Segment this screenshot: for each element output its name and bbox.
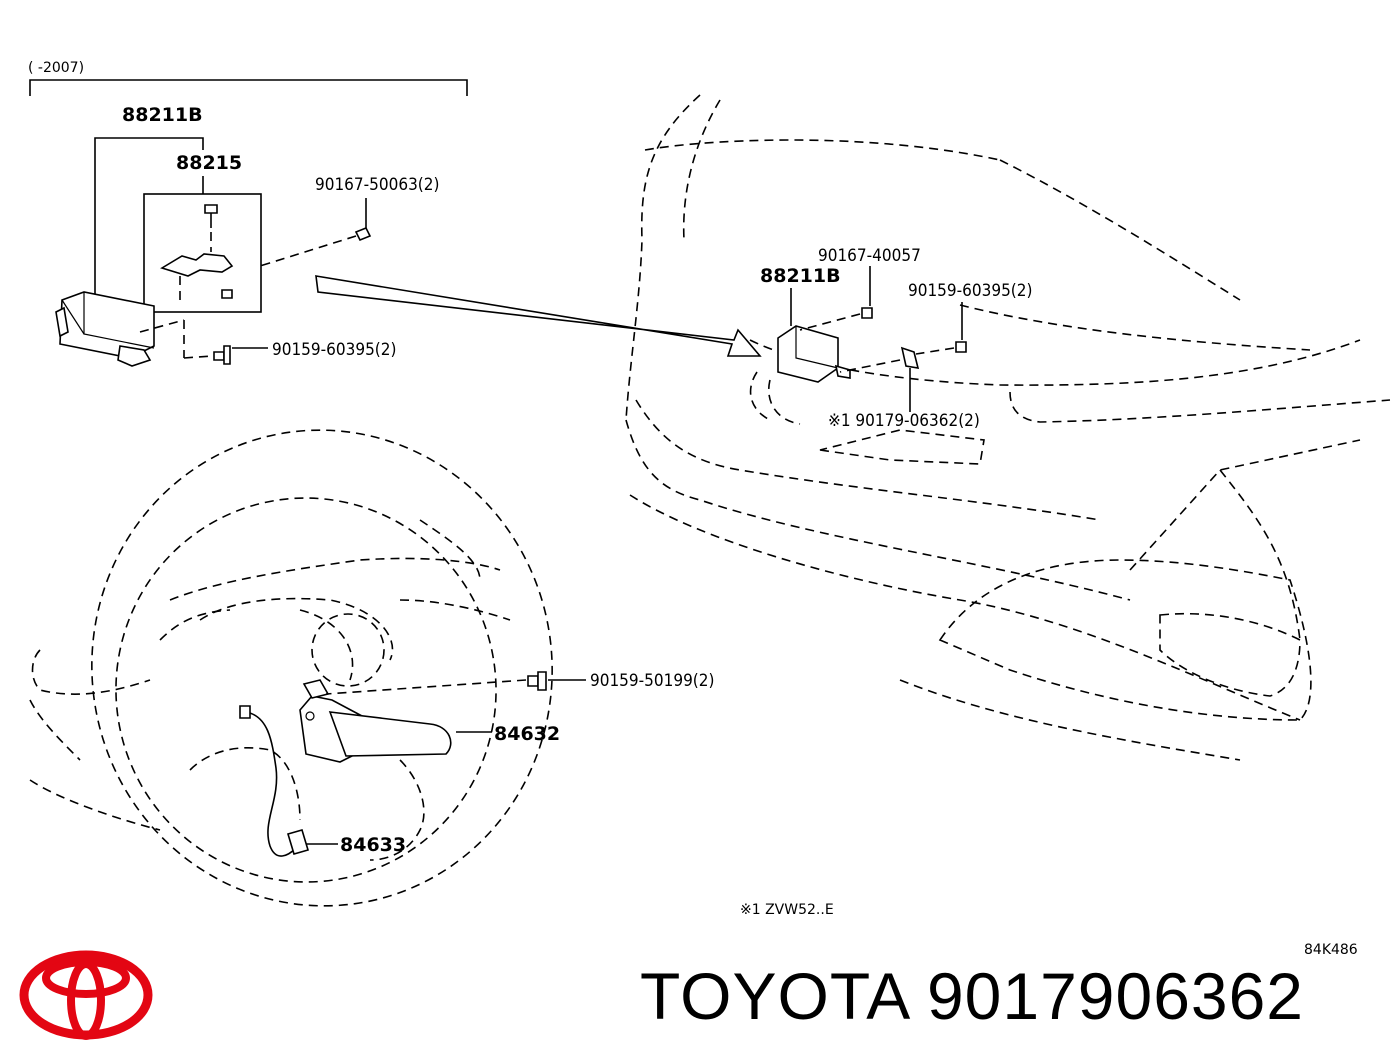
diagram-code: 84K486 [1304, 942, 1358, 958]
screw-icon-steering [527, 671, 547, 691]
radar-sensor-exploded-group: 88211B 88215 90167-50063(2) [55, 104, 439, 367]
label-90167-40057: 90167-40057 [818, 246, 921, 266]
screw-icon-left [213, 345, 231, 365]
steering-wheel-outline [29, 429, 553, 907]
label-90159-60395-left: 90159-60395(2) [272, 340, 396, 360]
label-88215: 88215 [176, 152, 242, 174]
nut-icon-car [900, 346, 920, 369]
footnote: ※1 ZVW52..E [740, 902, 834, 918]
bracket-box [143, 193, 262, 313]
label-90167-50063: 90167-50063(2) [315, 175, 439, 195]
brand-title: TOYOTA 9017906362 [640, 959, 1305, 1033]
label-88211b-left: 88211B [122, 104, 203, 126]
label-88211b-car: 88211B [760, 265, 841, 287]
screw-icon-car [955, 341, 967, 353]
bracket-icon [160, 204, 234, 300]
label-90159-50199: 90159-50199(2) [590, 671, 714, 691]
car-front-outline [625, 94, 1391, 761]
pointer-arrow [315, 275, 762, 357]
radar-sensor-car-icon [777, 325, 851, 383]
label-84632: 84632 [494, 723, 560, 745]
bolt-icon-left-top [354, 198, 372, 242]
date-range-bracket: ( -2007) [28, 60, 468, 96]
cruise-switch-group: 84632 90159-50199(2) 84633 [239, 671, 714, 857]
bolt-icon-car [861, 307, 873, 319]
radar-sensor-icon [55, 291, 155, 367]
cruise-switch-icon [299, 679, 452, 763]
label-90179-06362: ※1 90179-06362(2) [828, 411, 980, 431]
toyota-logo-icon [19, 950, 153, 1040]
radar-sensor-car-group: 88211B 90167-40057 90159-60395(2) ※1 901… [760, 246, 1032, 431]
label-90159-60395-car: 90159-60395(2) [908, 281, 1032, 301]
wire-harness-icon [239, 705, 309, 857]
date-range-label: ( -2007) [28, 60, 84, 76]
label-84633: 84633 [340, 834, 406, 856]
